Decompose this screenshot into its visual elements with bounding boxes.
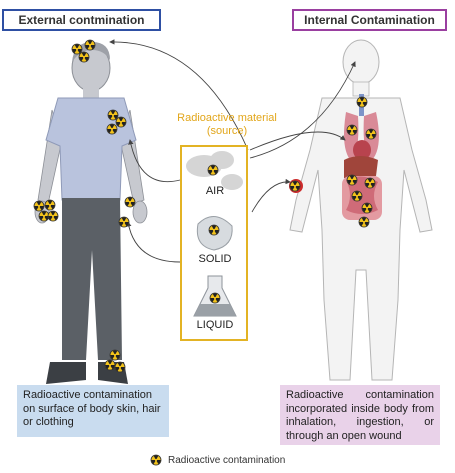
legend-label: Radioactive contamination bbox=[168, 454, 286, 466]
arrow-to-hand bbox=[126, 221, 181, 263]
arrow-to-head bbox=[109, 39, 249, 151]
source-title-line1: Radioactive material bbox=[177, 112, 277, 124]
arrow-to-shoulder bbox=[128, 139, 181, 183]
clothed-man-figure bbox=[34, 42, 148, 384]
legend: Radioactive contamination bbox=[150, 452, 285, 468]
external-contamination-title: External contmination bbox=[2, 9, 161, 31]
arrows bbox=[109, 39, 356, 263]
internal-contamination-note: Radioactive contamination incorporated i… bbox=[280, 385, 440, 445]
source-box bbox=[180, 145, 248, 341]
arrow-to-lungs bbox=[249, 131, 346, 151]
arrow-to-wound bbox=[251, 178, 291, 213]
arrow-to-mouth bbox=[249, 61, 356, 159]
air-label: AIR bbox=[205, 185, 225, 197]
radiation-trefoil-icon bbox=[150, 454, 162, 466]
external-contamination-note: Radioactive contamination on surface of … bbox=[17, 385, 169, 437]
internal-contamination-title: Internal Contamination bbox=[292, 9, 447, 31]
liquid-label: LIQUID bbox=[196, 319, 234, 331]
solid-label: SOLID bbox=[198, 253, 232, 265]
source-title: Radioactive material (source) bbox=[142, 112, 312, 138]
source-title-line2: (source) bbox=[206, 125, 248, 137]
body-outline-figure bbox=[289, 39, 433, 381]
